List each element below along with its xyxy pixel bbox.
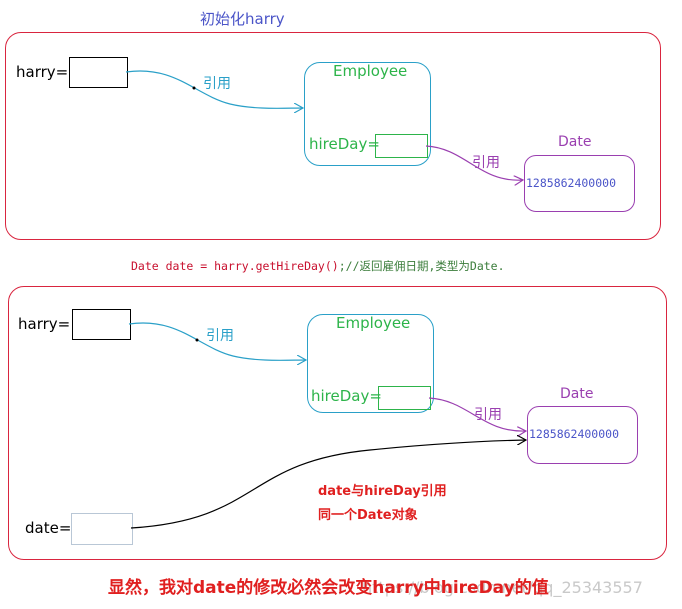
s2-date-object [527,406,638,464]
section1-panel [5,32,661,240]
s1-timestamp: 1285862400000 [526,176,617,190]
code-comment: ;//返回雇佣日期,类型为Date. [338,259,505,273]
s2-harry-label: harry= [18,315,71,333]
s1-harry-box [69,57,128,88]
s2-date-label: Date [560,386,594,402]
s2-arrow-harry-to-employee [128,322,306,360]
watermark: https://blog.csdn.net/qq_25343557 [362,578,643,597]
code-line: Date date = harry.getHireDay();//返回雇佣日期,… [131,255,505,274]
s2-note-line2: 同一个Date对象 [318,508,418,523]
s2-employee-label: Employee [336,314,411,332]
s2-arrow-date-to-dateobj [130,440,526,529]
s1-hireday-label: hireDay= [309,135,380,153]
s1-employee-label: Employee [333,62,408,80]
s2-employee-object [307,314,434,413]
s2-note-line1: date与hireDay引用 [318,484,447,499]
s1-arrow-dot [192,86,196,90]
s1-arrow-hireday-to-date [425,145,523,180]
s2-date-var-box [71,513,133,545]
s2-hireday-label: hireDay= [311,387,382,405]
s2-date-var-label: date= [25,519,72,537]
s1-employee-object [304,62,431,166]
s1-date-label: Date [558,134,592,150]
conclusion-text: 显然，我对date的修改必然会改变harry中hireDay的值 [108,578,549,598]
section2-panel [8,286,667,560]
s1-harry-label: harry= [16,63,69,81]
s1-date-object [524,155,635,212]
code-statement: Date date = harry.getHireDay() [131,259,339,273]
s1-ref1-label: 引用 [203,76,231,92]
s1-arrow-harry-to-employee [125,70,303,108]
s2-arrow-dot [195,338,199,342]
s2-arrow-hireday-to-date [428,397,526,431]
s2-harry-box [72,309,131,340]
s2-timestamp: 1285862400000 [529,427,620,441]
s2-ref1-label: 引用 [206,328,234,344]
s1-ref2-label: 引用 [472,155,500,171]
section1-title: 初始化harry [200,10,285,28]
